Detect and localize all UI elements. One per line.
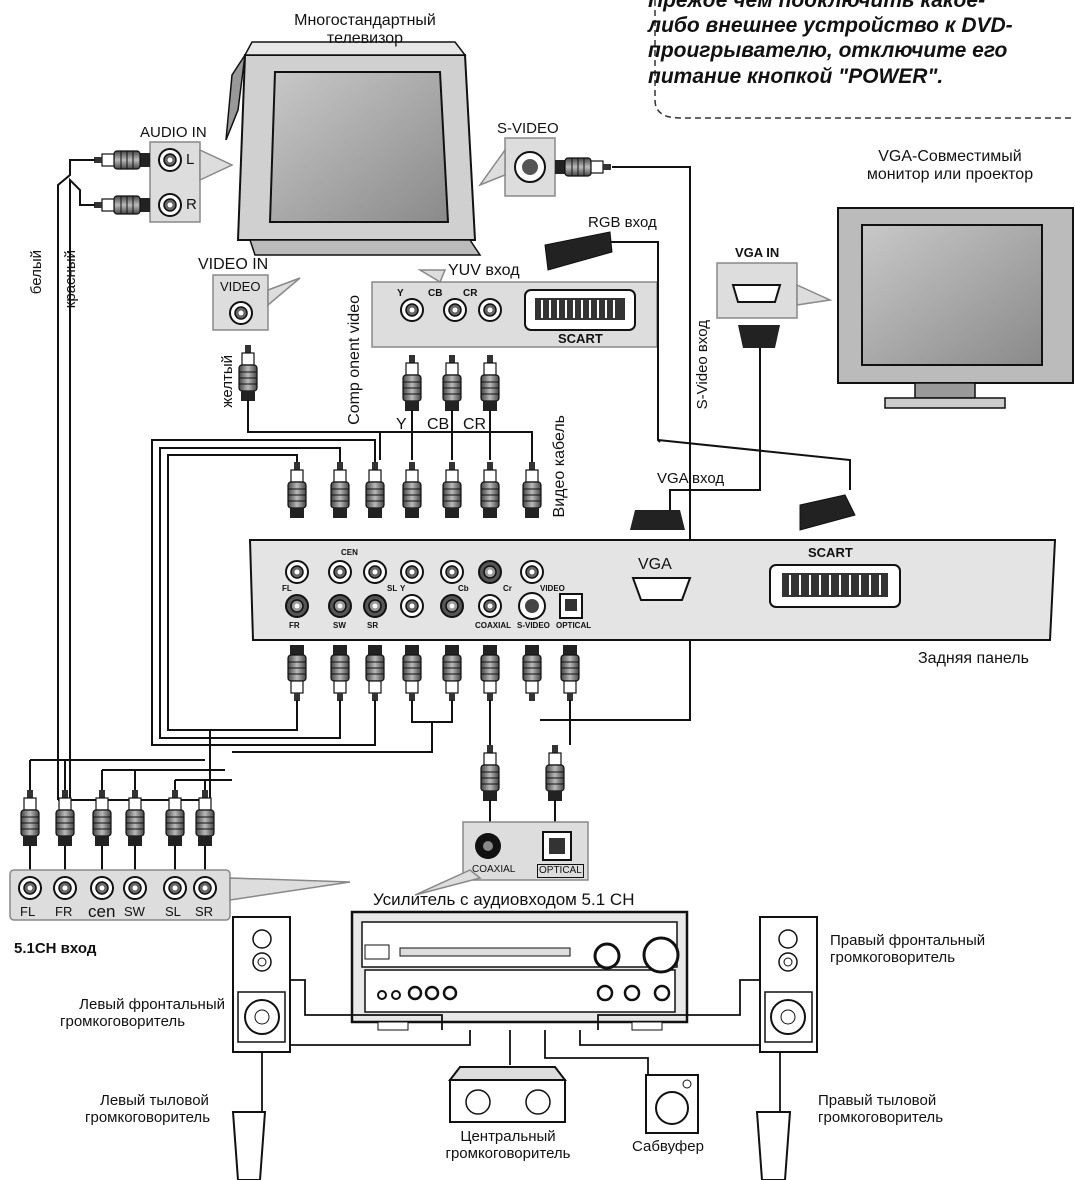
tv-title: Многостандартный телевизор	[270, 12, 460, 49]
vga-in-label: VGA IN	[735, 245, 780, 260]
yellow-cable-label: желтый	[219, 355, 236, 408]
rear-cr-label: Cr	[503, 584, 512, 593]
rear-vga-label: VGA	[638, 556, 672, 573]
center-line-1: Центральный	[460, 1128, 556, 1145]
rear-right-speaker-label: Правый тыловой громкоговоритель	[818, 1092, 943, 1127]
rear-left-line-1: Левый тыловой	[100, 1092, 209, 1109]
front-left-line-1: Левый фронтальный	[79, 996, 225, 1013]
s-video-label: S-VIDEO	[497, 120, 559, 137]
rear-sr-label: SR	[367, 621, 379, 630]
cable-y-label: Y	[396, 416, 407, 433]
scart-panel-label: SCART	[558, 331, 603, 346]
subwoofer-drawing	[645, 1074, 699, 1134]
rear-fr-label: FR	[289, 621, 300, 630]
audio-l-label: L	[186, 151, 195, 168]
audio-in-label: AUDIO IN	[140, 124, 207, 141]
rear-sl-label: SL	[387, 584, 398, 593]
yuv-input-label: YUV вход	[448, 262, 520, 279]
front-left-speaker-drawing	[232, 916, 291, 1053]
rear-left-speaker-drawing	[231, 1111, 267, 1180]
front-left-line-2: громкоговоритель	[60, 1013, 186, 1031]
white-cable-label: белый	[28, 250, 45, 295]
tv-drawing	[225, 41, 482, 256]
channel-sr-label: SR	[195, 904, 214, 919]
front-right-line-1: Правый фронтальный	[830, 932, 986, 949]
rear-right-line-2: громкоговоритель	[818, 1109, 944, 1127]
front-left-speaker-label: Левый фронтальный громкоговоритель	[60, 996, 225, 1031]
video-cable-label: Видео кабель	[551, 415, 568, 518]
center-line-2: громкоговоритель	[445, 1145, 571, 1163]
component-video-label: Comp onent video	[346, 295, 363, 425]
warning-line-4: питание кнопкой "POWER".	[648, 64, 944, 88]
front-right-speaker-drawing	[759, 916, 818, 1053]
cable-cb-label: CB	[427, 416, 450, 433]
rear-scart-label: SCART	[808, 545, 853, 560]
amplifier-title: Усилитель с аудиовходом 5.1 CH	[373, 890, 635, 909]
video-jack-label: VIDEO	[220, 279, 261, 294]
rear-right-speaker-drawing	[755, 1111, 792, 1180]
warning-note: Прежде чем подключить какое- либо внешне…	[648, 0, 1075, 89]
input-51-label: 5.1CH вход	[14, 940, 97, 957]
yuv-y-label: Y	[397, 288, 404, 299]
front-right-line-2: громкоговоритель	[830, 949, 956, 967]
channel-sw-label: SW	[124, 904, 145, 919]
audio-r-label: R	[186, 196, 197, 213]
monitor-title: VGA-Совместимый монитор или проектор	[830, 148, 1070, 185]
channel-fl-label: FL	[20, 904, 36, 919]
optical-label: OPTICAL	[537, 864, 584, 878]
channel-sl-label: SL	[165, 904, 181, 919]
warning-line-3: проигрывателю, отключите его	[648, 39, 1008, 63]
rear-panel-title: Задняя панель	[918, 650, 1029, 667]
coaxial-label: COAXIAL	[472, 864, 516, 875]
rear-left-line-2: громкоговоритель	[85, 1109, 211, 1127]
cable-cr-label: CR	[463, 416, 487, 433]
rear-right-line-1: Правый тыловой	[818, 1092, 937, 1109]
s-video-input-label: S-Video вход	[694, 320, 711, 410]
center-speaker-label: Центральный громкоговоритель	[438, 1128, 578, 1163]
yuv-cb-label: CB	[428, 288, 443, 299]
rear-optical-label: OPTICAL	[556, 621, 592, 630]
center-speaker-drawing	[447, 1066, 568, 1123]
tv-title-line-2: телевизор	[326, 30, 404, 48]
rear-video-label: VIDEO	[540, 584, 565, 593]
rear-sw-label: SW	[333, 621, 346, 630]
channel-fr-label: FR	[55, 904, 73, 919]
video-in-label: VIDEO IN	[198, 256, 269, 273]
rear-s-video-label: S-VIDEO	[517, 621, 550, 630]
red-cable-label: красный	[62, 250, 79, 309]
monitor-title-line-1: VGA-Совместимый	[878, 148, 1022, 165]
rear-left-speaker-label: Левый тыловой громкоговоритель	[85, 1092, 210, 1127]
warning-line-1: Прежде чем подключить какое-	[648, 0, 986, 12]
rear-fl-label: FL	[282, 584, 292, 593]
vga-input-label: VGA вход	[657, 470, 725, 487]
rear-y-label: Y	[400, 584, 406, 593]
yuv-cr-label: CR	[463, 288, 478, 299]
warning-line-2: либо внешнее устройство к DVD-	[648, 14, 1013, 38]
rgb-input-label: RGB вход	[588, 214, 657, 231]
amplifier-drawing	[350, 910, 689, 1031]
subwoofer-label: Сабвуфер	[632, 1138, 704, 1155]
front-right-speaker-label: Правый фронтальный громкоговоритель	[830, 932, 985, 967]
rear-cen-label: CEN	[341, 548, 358, 557]
tv-title-line-1: Многостандартный	[294, 12, 436, 29]
monitor-drawing	[837, 207, 1074, 409]
monitor-title-line-2: монитор или проектор	[866, 166, 1034, 184]
rear-cb-label: Cb	[458, 584, 469, 593]
rear-coaxial-label: COAXIAL	[475, 621, 511, 630]
channel-cen-label: cen	[88, 902, 116, 921]
